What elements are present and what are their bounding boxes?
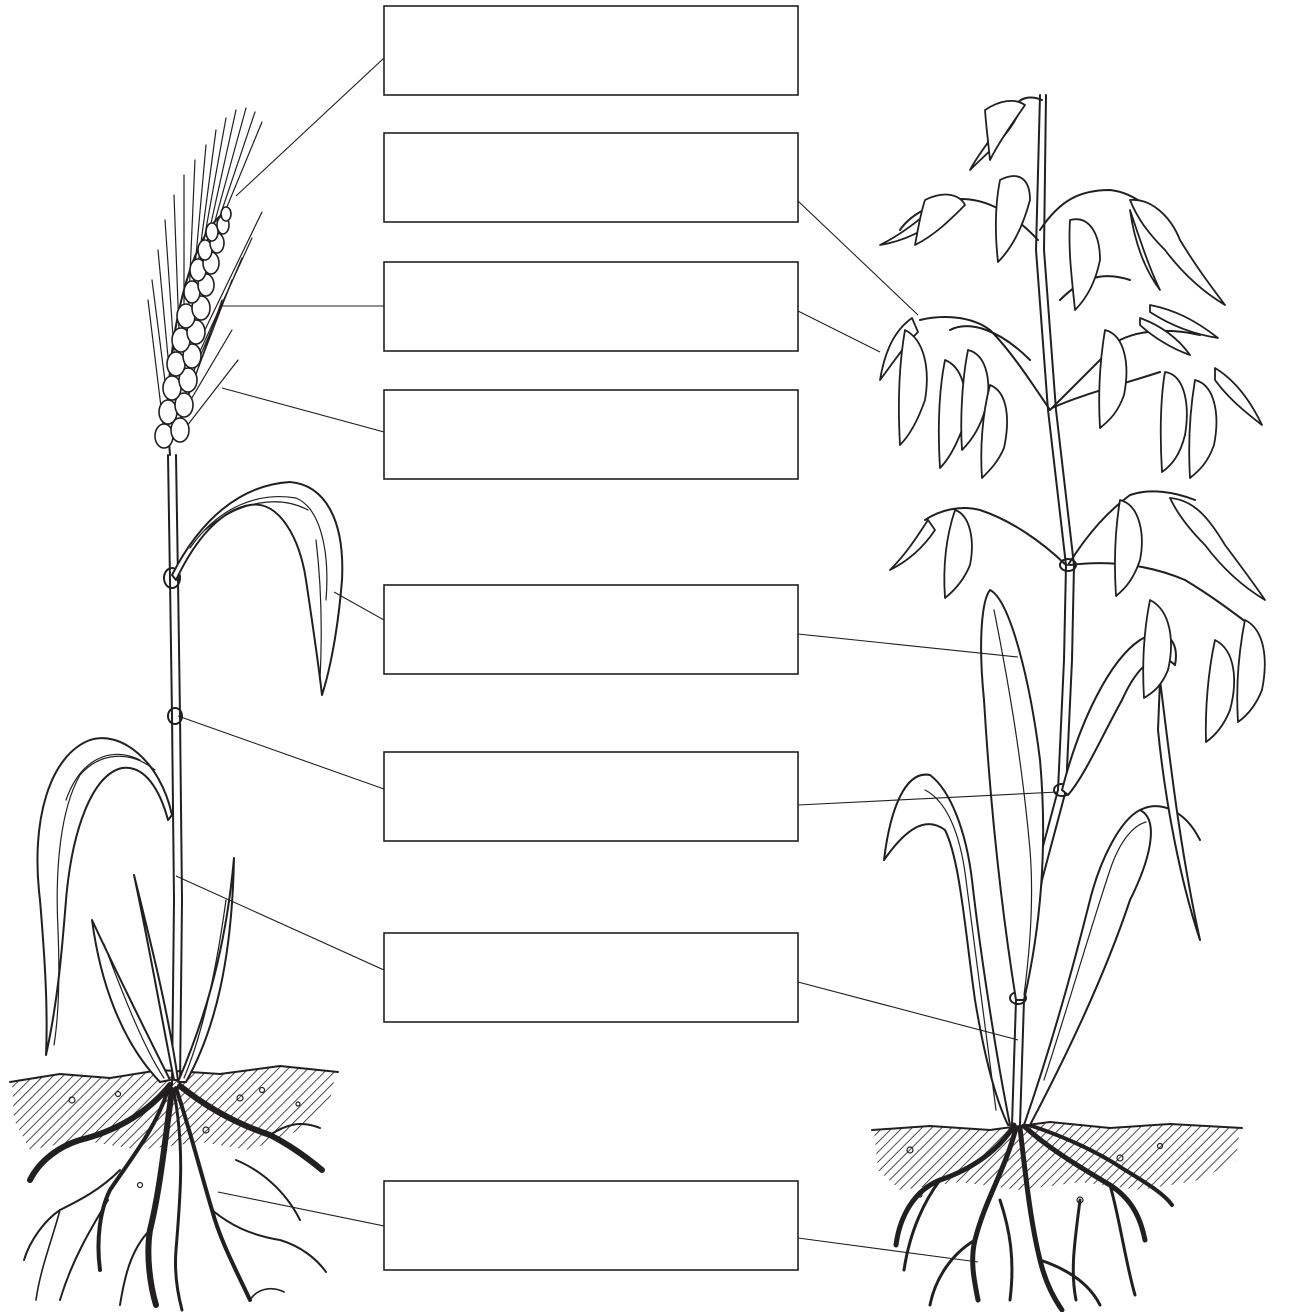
label-box-4[interactable] (384, 390, 798, 479)
wheat-middle-leaf (37, 738, 172, 1055)
leader-line-8b (798, 1238, 978, 1262)
leader-line-7a (176, 876, 384, 970)
leader-line-8a (218, 1192, 384, 1226)
wheat-plant (10, 108, 342, 1310)
leader-line-5a (334, 592, 384, 620)
leader-line-1 (236, 58, 384, 196)
label-box-1[interactable] (384, 6, 798, 95)
leader-line-4 (222, 388, 384, 432)
leader-line-2 (798, 201, 918, 315)
label-box-5[interactable] (384, 585, 798, 674)
leader-line-6a (178, 716, 384, 789)
wheat-basal-leaves (92, 858, 234, 1082)
wheat-stem (164, 455, 182, 1085)
label-box-6[interactable] (384, 752, 798, 841)
oat-plant (872, 95, 1265, 1310)
label-box-8[interactable] (384, 1181, 798, 1270)
wheat-upper-leaf (172, 482, 342, 695)
leader-line-3b (798, 311, 880, 352)
label-boxes (384, 6, 798, 1270)
label-box-2[interactable] (384, 133, 798, 222)
wheat-ear (148, 108, 262, 455)
label-box-3[interactable] (384, 262, 798, 351)
label-box-7[interactable] (384, 933, 798, 1022)
